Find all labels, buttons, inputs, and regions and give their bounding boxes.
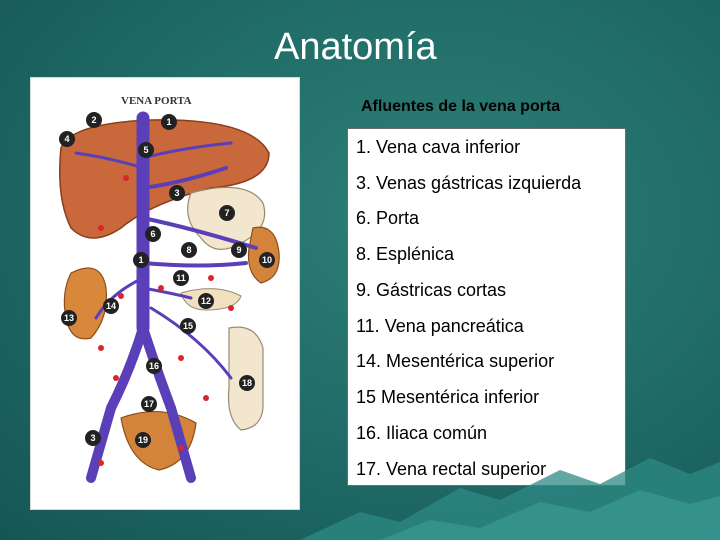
svg-text:15: 15: [183, 321, 193, 331]
slide-title: Anatomía: [274, 26, 437, 68]
list-item: 3. Venas gástricas izquierda: [356, 173, 582, 193]
svg-text:17: 17: [144, 399, 154, 409]
list-item: 11. Vena pancreática: [356, 316, 524, 336]
svg-text:2: 2: [91, 115, 96, 125]
numbered-markers: 1 2 3 4 5 6 7 8 9 10 11 12 13 14 15 16 1…: [59, 112, 275, 448]
list-item: 16. Iliaca común: [356, 423, 488, 443]
svg-text:6: 6: [150, 229, 155, 239]
svg-text:3: 3: [174, 188, 179, 198]
svg-text:3: 3: [90, 433, 95, 443]
svg-text:1: 1: [166, 117, 171, 127]
mountain-decoration: [300, 458, 720, 540]
anatomy-diagram: VENA PORTA 1 2: [59, 95, 280, 483]
illustration-label: VENA PORTA: [121, 95, 192, 107]
list-subtitle: Afluentes de la vena porta: [361, 98, 561, 115]
list-item: 14. Mesentérica superior: [356, 351, 555, 371]
list-item: 8. Esplénica: [356, 244, 455, 264]
svg-text:11: 11: [176, 273, 186, 283]
svg-text:13: 13: [64, 313, 74, 323]
portal-vein-illustration: VENA PORTA 1 2: [30, 77, 300, 510]
svg-text:5: 5: [143, 145, 148, 155]
svg-text:16: 16: [149, 361, 159, 371]
svg-text:19: 19: [138, 435, 148, 445]
liver-shape: [59, 119, 270, 239]
list-item: 17. Vena rectal superior: [356, 459, 547, 479]
svg-text:14: 14: [106, 301, 116, 311]
tributaries-list: 1. Vena cava inferior 3. Venas gástricas…: [347, 128, 626, 486]
list-item: 1. Vena cava inferior: [356, 137, 521, 157]
svg-text:1: 1: [138, 255, 143, 265]
svg-text:18: 18: [242, 378, 252, 388]
list-item: 15 Mesentérica inferior: [356, 387, 540, 407]
svg-text:12: 12: [201, 296, 211, 306]
svg-text:9: 9: [236, 245, 241, 255]
kidney-shape: [63, 267, 108, 340]
list-item: 9. Gástricas cortas: [356, 280, 507, 300]
svg-text:4: 4: [64, 134, 69, 144]
svg-text:7: 7: [224, 208, 229, 218]
svg-text:8: 8: [186, 245, 191, 255]
svg-text:10: 10: [262, 255, 272, 265]
red-dot-markers: [98, 175, 234, 466]
list-item: 6. Porta: [356, 208, 420, 228]
